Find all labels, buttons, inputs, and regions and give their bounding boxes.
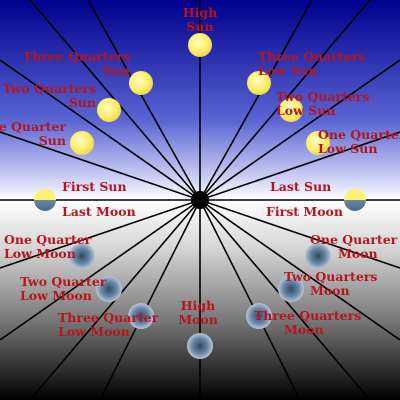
ray-line [199,199,400,269]
label-line: Three Quarters [254,308,362,323]
label-line: Moon [338,246,378,261]
label-line: One Quarter [0,119,66,134]
label-first-sun: First Sun [62,179,127,194]
label-line: Three Quarters [258,49,366,64]
label-two-quarter-low-moon: Two Quarter Low Moon [20,275,106,303]
label-line: Moon [178,312,218,327]
label-last-sun: Last Sun [270,179,332,194]
label-line: One Quarter [4,232,92,247]
label-line: Two Quarter [20,274,107,289]
label-high-sun: High Sun [183,6,217,34]
label-line: Moon [310,283,350,298]
sun-icon-three-quarters [129,71,153,95]
label-line: Low Sun [276,103,336,118]
label-line: Sun [38,133,66,148]
label-line: Low Moon [20,288,92,303]
label-two-quarters-sun: Two Quarters Sun [3,82,96,110]
ray-line [199,199,301,400]
moon-icon-one-quarter [305,243,331,269]
half-sun-moon-icon-right [344,189,366,211]
sun-icon-one-quarter [70,131,94,155]
sun-icon-three-quarters-low [247,71,271,95]
center-hub [191,191,209,209]
label-line: One Quarter [318,127,400,142]
label-line: Sun [186,19,214,34]
sun-icon-two-quarters [97,98,121,122]
moon-icon-high [187,333,213,359]
label-last-moon: Last Moon [62,204,136,219]
label-line: Low Moon [4,246,76,261]
label-line: Low Sun [258,63,318,78]
label-three-quarters-low-sun: Three Quarters Low Sun [258,50,365,78]
label-line: Low Sun [318,141,378,156]
label-line: Three Quarters [22,49,130,64]
ray-line [0,199,201,269]
label-one-quarter-sun: One Quarter Sun [0,120,66,148]
label-line: Two Quarters [2,81,96,96]
ray-line [199,0,313,201]
label-first-moon: First Moon [266,204,343,219]
label-line: Three Quarter [58,310,159,325]
label-line: Moon [284,322,324,337]
sun-icon-two-quarters-low [279,98,303,122]
moon-icon-two-quarter-low [96,276,122,302]
label-line: One Quarter [310,232,398,247]
moon-icon-two-quarters [278,276,304,302]
ray-line [0,199,201,341]
label-two-quarters-moon: Two Quarters Moon [284,270,377,298]
moon-icon-one-quarter-low [69,243,95,269]
ray-line [199,59,400,201]
label-one-quarter-low-sun: One Quarter Low Sun [318,128,400,156]
half-sun-moon-icon-left [34,189,56,211]
label-line: Two Quarters [276,89,370,104]
label-one-quarter-low-moon: One Quarter Low Moon [4,233,91,261]
label-one-quarter-moon: One Quarter Moon [310,233,397,261]
label-line: High [180,298,216,313]
ray-line [0,59,201,201]
ray-line [87,0,201,201]
label-three-quarters-moon: Three Quarters Moon [254,309,361,337]
ray-line [99,199,201,400]
sun-icon-high [188,33,212,57]
moon-icon-three-quarter-low [128,303,154,329]
ray-line [199,131,400,201]
moon-icon-three-quarters [246,303,272,329]
ray-line [199,199,400,341]
label-three-quarter-low-moon: Three Quarter Low Moon [58,311,158,339]
label-three-quarters-sun: Three Quarters Sun [23,50,130,78]
label-two-quarters-low-sun: Two Quarters Low Sun [276,90,369,118]
label-high-moon: High Moon [178,299,218,327]
label-line: Sun [102,63,130,78]
ray-line [0,131,201,201]
sun-icon-one-quarter-low [306,131,330,155]
label-line: Two Quarters [284,269,378,284]
label-line: Low Moon [58,324,130,339]
label-line: High [182,5,218,20]
label-line: Sun [68,95,96,110]
